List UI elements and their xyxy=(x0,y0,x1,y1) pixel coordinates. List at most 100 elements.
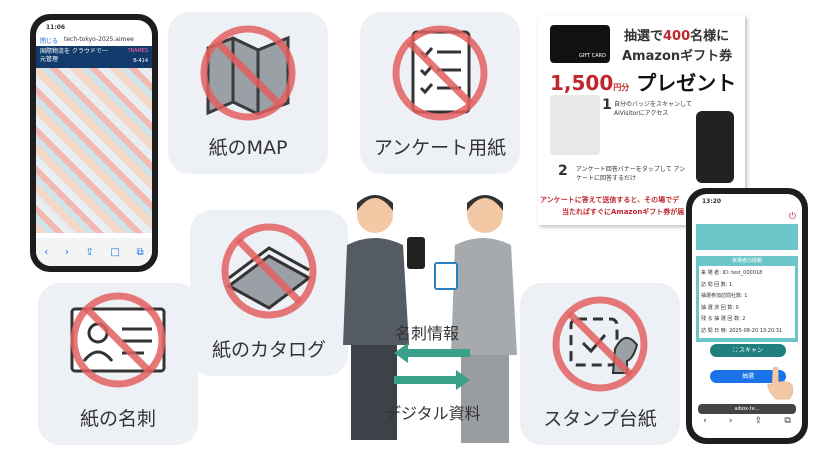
headline1: 抽選で400名様に xyxy=(624,25,729,44)
step2-text: アンケート回答バナーをタップして アンケートに回答するだけ xyxy=(576,166,686,182)
map-icon xyxy=(200,25,296,121)
phone-in-hand xyxy=(407,237,425,269)
scan-illustration xyxy=(550,95,600,155)
card-label: 紙のカタログ xyxy=(211,339,326,361)
card-label: スタンプ台紙 xyxy=(543,408,657,430)
person-right-head xyxy=(467,197,503,233)
headline-number: 400 xyxy=(663,29,691,44)
row-key: 訪 問 回 数 xyxy=(701,281,726,288)
url-bar[interactable]: tech-tokyo-2025.aimeet.jp xyxy=(64,36,134,43)
power-icon[interactable]: ⏻ xyxy=(788,212,796,222)
card-label: アンケート用紙 xyxy=(373,137,507,159)
share-icon[interactable]: ⇪ xyxy=(85,246,94,258)
small-phone xyxy=(696,111,734,183)
row-value: 1 xyxy=(729,281,733,288)
person-left-legs xyxy=(351,345,397,440)
scan-button[interactable]: ⛶ スキャン xyxy=(710,344,786,357)
scan-icon: ⛶ xyxy=(732,347,740,354)
amazon-gift-flyer: GIFT CARD 抽選で400名様に Amazonギフト券 1,500円分 プ… xyxy=(538,15,745,225)
footer-line2: 当たればすぐにAmazonギフト券が届 xyxy=(562,208,685,216)
step2-number: 2 xyxy=(558,163,568,179)
visitor-info-table: 来 場 者: ID: test_000018 訪 問 回 数: 1 抽選参加訪問… xyxy=(699,266,795,338)
row-key: 抽 選 済 回 数 xyxy=(701,304,733,311)
arrow-right-icon xyxy=(394,370,470,390)
right-phone: 13:20 ⏻ 来場者の情報 来 場 者: ID: test_000018 訪 … xyxy=(686,188,808,444)
share-icon[interactable]: ⇪ xyxy=(754,416,763,426)
unit: 円分 xyxy=(613,83,630,92)
banner-text: 国際物流を クラウドで一元管理 xyxy=(40,48,108,63)
status-time: 13:20 xyxy=(702,198,722,205)
amount: 1,500 xyxy=(550,71,614,95)
info-row: 訪 問 日 時: 2025-08-20 13:20:31 xyxy=(701,327,783,334)
headline2: Amazonギフト券 xyxy=(622,49,733,64)
row-value: 2025-08-20 13:20:31 xyxy=(729,327,783,334)
banner[interactable]: 国際物流を クラウドで一元管理 TRAMES B-414 xyxy=(36,46,152,68)
info-row: 来 場 者: ID: test_000018 xyxy=(701,270,763,276)
left-phone-screen: 11:06 閉じる tech-tokyo-2025.aimeet.jp 国際物流… xyxy=(36,20,152,266)
card-label: 紙の名刺 xyxy=(79,408,156,430)
footer-line1: アンケートに答えて送信すると、その場でデ xyxy=(540,196,680,204)
section-title: 来場者の情報 xyxy=(731,258,762,264)
brand: TRAMES xyxy=(127,48,148,54)
person-left-body xyxy=(343,238,409,345)
booth: B-414 xyxy=(133,58,148,64)
step1-text: 自分のバッジをスキャンして AiVisitorにアクセス xyxy=(614,101,692,117)
amount-line: 1,500円分 プレゼント xyxy=(550,67,736,96)
back-icon[interactable]: ‹ xyxy=(44,246,49,258)
gift-card-icon: GIFT CARD xyxy=(550,25,610,63)
person-right-legs xyxy=(461,355,509,443)
browser-toolbar: ‹ › ⇪ ⧉ xyxy=(692,416,802,432)
card-stamp-sheet: スタンプ台紙 xyxy=(520,283,680,445)
person-right-hair xyxy=(467,195,503,211)
tabs-icon[interactable]: ⧉ xyxy=(784,416,791,426)
info-row: 訪 問 回 数: 1 xyxy=(701,281,733,288)
card-paper-business-card: 紙の名刺 xyxy=(38,283,198,445)
info-row: 残 る 抽 選 回 数: 2 xyxy=(701,316,746,322)
url-bar[interactable]: aibox-te... xyxy=(698,404,796,414)
card-paper-catalog: 紙のカタログ xyxy=(190,210,348,376)
row-value: ID: test_000018 xyxy=(722,270,763,276)
checklist-icon xyxy=(392,25,488,121)
card-paper-survey: アンケート用紙 xyxy=(360,12,520,174)
forward-icon[interactable]: › xyxy=(64,246,69,258)
card-label: 紙のMAP xyxy=(208,137,288,159)
right-phone-screen: 13:20 ⏻ 来場者の情報 来 場 者: ID: test_000018 訪 … xyxy=(692,194,802,438)
row-key: 来 場 者 xyxy=(701,270,720,276)
lottery-button[interactable]: 抽選 xyxy=(710,370,786,383)
headline-post: 名様に xyxy=(690,29,730,44)
step1-number: 1 xyxy=(602,97,612,113)
info-row: 抽選参加訪問社数: 1 xyxy=(701,293,748,299)
scan-label: スキャン xyxy=(739,347,764,354)
back-icon[interactable]: ‹ xyxy=(703,416,707,426)
arrow-left-icon xyxy=(394,343,470,363)
gift-card-text: GIFT CARD xyxy=(578,53,606,59)
badge xyxy=(434,262,458,290)
business-card-info-label: 名刺情報 xyxy=(395,324,460,343)
visitor-info-panel: 来場者の情報 来 場 者: ID: test_000018 訪 問 回 数: 1… xyxy=(696,256,798,342)
status-time: 11:06 xyxy=(46,24,66,31)
person-left-head xyxy=(357,197,393,233)
browser-toolbar: ‹ › ⇪ □ ⧉ xyxy=(36,238,152,266)
catalog-icon xyxy=(221,223,317,319)
row-value: 1 xyxy=(744,293,748,299)
tapping-hand-icon xyxy=(767,366,794,400)
tabs-icon[interactable]: ⧉ xyxy=(136,246,144,258)
row-value: 2 xyxy=(742,316,746,322)
row-value: 0 xyxy=(735,304,739,311)
row-key: 残 る 抽 選 回 数 xyxy=(701,316,739,322)
headline-pre: 抽選で xyxy=(624,29,664,44)
forward-icon[interactable]: › xyxy=(728,416,733,426)
row-key: 抽選参加訪問社数 xyxy=(701,293,742,299)
info-row: 抽 選 済 回 数: 0 xyxy=(701,304,739,311)
floor-map[interactable] xyxy=(36,68,152,233)
row-key: 訪 問 日 時 xyxy=(701,327,726,334)
card-paper-map: 紙のMAP xyxy=(168,12,328,174)
digital-material-label: デジタル資料 xyxy=(385,404,481,423)
present-text: プレゼント xyxy=(636,71,737,95)
bookmark-icon[interactable]: □ xyxy=(110,246,120,258)
id-card-icon xyxy=(70,292,166,388)
left-phone: 11:06 閉じる tech-tokyo-2025.aimeet.jp 国際物流… xyxy=(30,14,158,272)
close-link[interactable]: 閉じる xyxy=(40,38,59,45)
company-info-box xyxy=(696,224,798,250)
people-exchange-illustration xyxy=(343,195,517,443)
